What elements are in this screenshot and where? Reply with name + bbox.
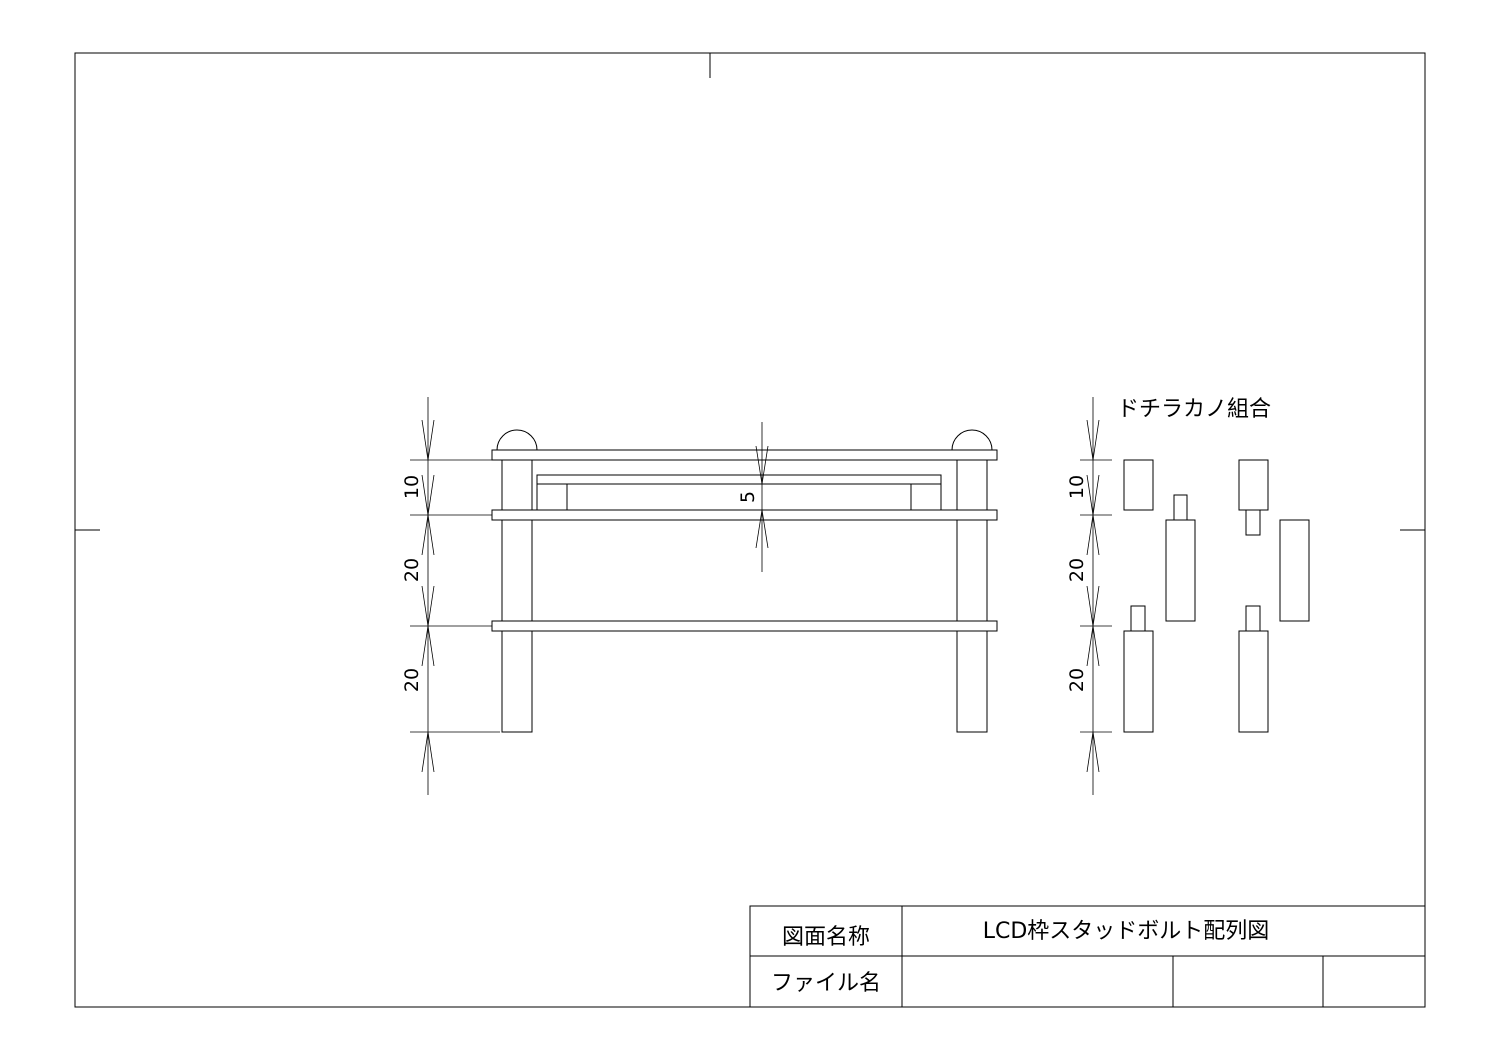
arrow	[1086, 731, 1100, 773]
standoff-thread	[1245, 605, 1261, 632]
left-dimension-chain: 10 20 20	[401, 397, 500, 795]
drawing-name-value: LCD枠スタッドボルト配列図	[983, 919, 1270, 944]
lcd-spacer-right	[910, 483, 942, 511]
standoff-long	[1123, 630, 1154, 733]
standoff-short	[1238, 459, 1269, 511]
front-view	[491, 429, 998, 733]
top-plate	[491, 449, 998, 461]
standoff-short	[1123, 459, 1154, 511]
arrow	[421, 625, 435, 667]
side-view-heading: ドチラカノ組合	[1117, 397, 1271, 422]
arrow	[755, 445, 769, 485]
middle-plate	[491, 509, 998, 521]
dim-text: 10	[1066, 475, 1088, 499]
dim-text: 10	[401, 475, 423, 499]
dome-nut-left	[496, 429, 538, 451]
arrow	[421, 514, 435, 556]
arrow	[1086, 625, 1100, 667]
standoff-thread	[1173, 494, 1188, 521]
standoff-long	[1165, 519, 1196, 622]
dim-text: 20	[1066, 558, 1088, 582]
file-name-label: ファイル名	[771, 971, 881, 996]
side-view: ドチラカノ組合	[1117, 397, 1310, 733]
lcd-frame-plate	[536, 474, 942, 485]
standoff-long	[1279, 519, 1310, 622]
dim-text: 20	[401, 668, 423, 692]
dim-text: 20	[1066, 668, 1088, 692]
arrow	[1086, 514, 1100, 556]
standoff-long	[1238, 630, 1269, 733]
lcd-spacer-left	[536, 483, 568, 511]
border-frame	[74, 52, 1426, 1008]
dim-text: 20	[401, 558, 423, 582]
drawing-name-label: 図面名称	[782, 925, 870, 950]
arrow	[755, 509, 769, 549]
right-dimension-chain: 10 20 20	[1066, 397, 1112, 795]
bottom-plate	[491, 620, 998, 632]
arrow	[421, 731, 435, 773]
center-dimension: 5	[737, 422, 769, 572]
arrow	[1086, 419, 1100, 461]
stud-post-left	[501, 459, 533, 733]
title-block: 図面名称 LCD枠スタッドボルト配列図 ファイル名	[749, 905, 1426, 1008]
dome-nut-right	[951, 429, 993, 451]
arrow	[421, 419, 435, 461]
sheet-frame	[74, 52, 1426, 1008]
stud-post-right	[956, 459, 988, 733]
dim-text: 5	[737, 491, 759, 503]
standoff-thread	[1245, 509, 1261, 536]
standoff-thread	[1130, 605, 1146, 632]
